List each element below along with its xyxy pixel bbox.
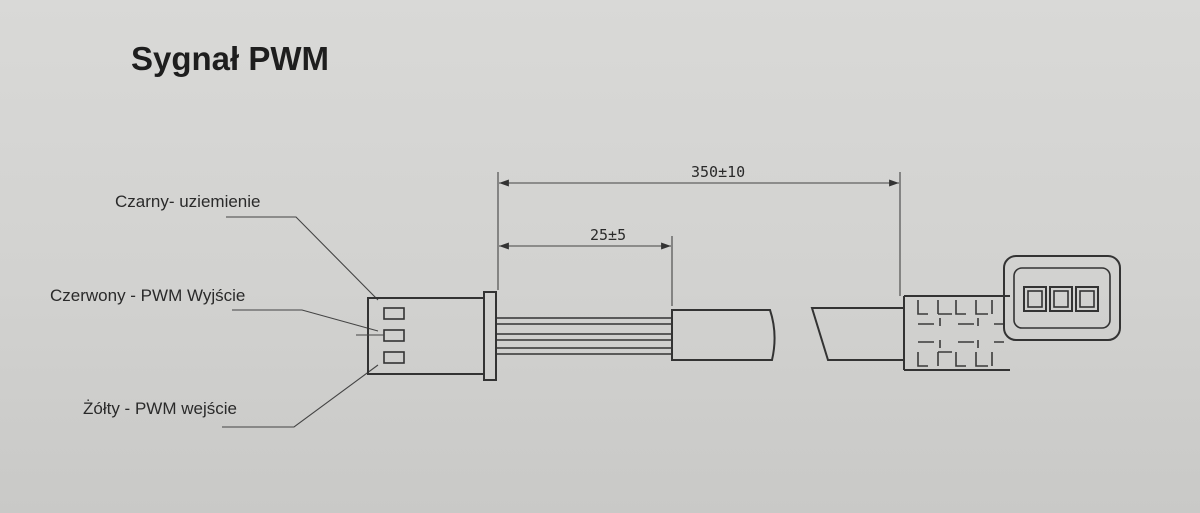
socket-2	[1049, 286, 1073, 312]
socket-3	[1075, 286, 1099, 312]
pin-black	[383, 307, 405, 320]
left-connector	[356, 291, 497, 381]
socket-1	[1023, 286, 1047, 312]
leader-line-red	[232, 309, 379, 332]
leader-line-yellow	[222, 364, 379, 428]
right-connector	[903, 255, 1121, 371]
label-red-pwm-output: Czerwony - PWM Wyjście	[50, 286, 245, 305]
pin-yellow	[383, 351, 405, 364]
wire-bundle	[496, 317, 672, 355]
diagram-title: Sygnał PWM	[131, 40, 329, 77]
connector-flange	[483, 291, 497, 381]
sleeve-right-part	[810, 307, 904, 361]
label-yellow-pwm-input: Żółty - PWM wejście	[83, 399, 237, 418]
wire-label-black: Czarny- uziemienie	[115, 192, 379, 301]
dimension-sleeve-text: 25±5	[590, 226, 626, 244]
wire-label-red: Czerwony - PWM Wyjście	[50, 286, 379, 332]
sleeve-left-part	[671, 309, 776, 361]
dimension-total-text: 350±10	[691, 163, 745, 181]
connector-head-inner	[1013, 267, 1111, 329]
leader-line-black	[226, 216, 379, 301]
cable-sleeve	[671, 307, 904, 361]
dimension-sleeve-offset: 25±5	[499, 226, 673, 306]
dimension-total-length: 350±10	[497, 163, 901, 296]
connector-head-outer	[1003, 255, 1121, 341]
wire-label-yellow: Żółty - PWM wejście	[83, 364, 379, 428]
label-black-ground: Czarny- uziemienie	[115, 192, 261, 211]
pin-red	[383, 329, 405, 342]
